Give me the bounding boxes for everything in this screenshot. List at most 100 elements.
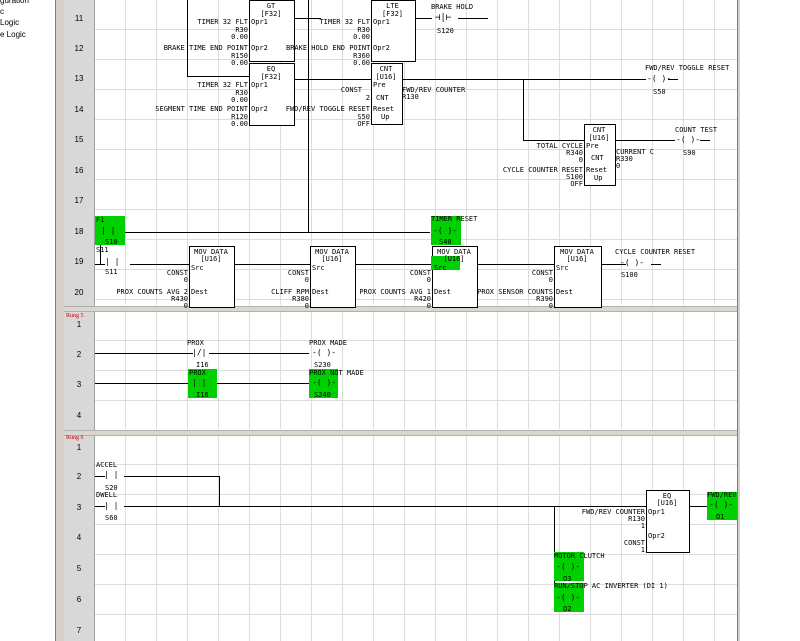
project-tree[interactable]: guration c Logic e Logic <box>0 0 56 641</box>
block-name: EQ <box>662 492 672 500</box>
pin-label: Src <box>312 264 325 272</box>
wire <box>219 476 220 506</box>
grid-rung6 <box>95 435 737 641</box>
reset-label: FWD/REV TOGGLE RESET <box>285 105 370 113</box>
tree-item-e-logic[interactable]: e Logic <box>0 30 26 39</box>
energized-highlight <box>554 552 584 581</box>
wire <box>124 506 690 507</box>
contact-label: PROX <box>189 369 206 377</box>
contact-address: I16 <box>196 361 209 369</box>
counter-label: FWD/REV COUNTER <box>402 86 466 94</box>
coil-symbol[interactable]: -( )- <box>312 348 337 357</box>
row-number: 4 <box>76 411 82 420</box>
coil-symbol[interactable]: -( )- <box>676 135 701 144</box>
block-name: MOV DATA <box>194 248 228 256</box>
row-number: 20 <box>74 288 84 297</box>
wire <box>688 506 708 507</box>
dest-register: R380 <box>292 295 309 303</box>
pin-label: Opr2 <box>373 44 390 52</box>
contact-symbol[interactable]: | | <box>104 501 119 510</box>
row-number: 1 <box>76 320 82 329</box>
coil-symbol[interactable]: -( )- <box>433 226 458 235</box>
contact-label: DWELL <box>96 491 118 499</box>
block-type: [U16] <box>443 255 465 263</box>
energized-highlight <box>95 216 125 245</box>
contact-symbol[interactable]: | | <box>101 226 116 235</box>
contact-label: PROX <box>187 339 204 347</box>
pin-label: Src <box>556 264 569 272</box>
pin-label: Reset <box>373 105 395 113</box>
coil-address: O3 <box>563 575 572 583</box>
tree-item-configuration[interactable]: guration <box>0 0 29 5</box>
reset-state: OFF <box>570 180 583 188</box>
eq-compare-block[interactable] <box>249 63 295 126</box>
block-type: [U16] <box>375 73 397 81</box>
ladder-editor[interactable]: Rung 5 Rung 6 11 12 13 14 15 16 17 18 19… <box>64 0 737 641</box>
coil-symbol[interactable]: -( )- <box>556 593 581 602</box>
coil-label: FWD/REV <box>707 491 737 499</box>
operand-register: R360 <box>353 52 370 60</box>
energized-highlight <box>707 492 737 520</box>
pin-label: Up <box>594 174 603 182</box>
source-value: 0 <box>304 276 309 284</box>
block-name: MOV DATA <box>437 248 471 256</box>
contact-symbol[interactable]: | | <box>105 257 120 266</box>
dest-register: R390 <box>536 295 553 303</box>
operand-label: TIMER 32 FLT <box>197 81 248 89</box>
contact-symbol[interactable]: ⊣|⊢ <box>435 13 452 23</box>
coil-symbol[interactable]: -( )- <box>647 74 672 83</box>
contact-symbol[interactable]: |/| <box>192 348 207 357</box>
contact-label: S11 <box>96 246 109 254</box>
wire <box>308 0 309 232</box>
operand-label: FWD/REV COUNTER <box>581 508 645 516</box>
coil-symbol[interactable]: -( )- <box>312 378 337 387</box>
contact-address: S11 <box>105 268 118 276</box>
tree-item-c[interactable]: c <box>0 7 4 16</box>
counter-block[interactable] <box>371 63 403 125</box>
coil-symbol[interactable]: -( )- <box>620 258 645 267</box>
dest-label: CLIFF RPM <box>271 288 309 296</box>
contact-address: S120 <box>437 27 454 35</box>
counter-label: CURRENT C <box>616 148 654 156</box>
lte-compare-block[interactable] <box>371 0 416 62</box>
gt-compare-block[interactable] <box>249 0 295 62</box>
wire <box>95 232 430 233</box>
coil-symbol[interactable]: -( )- <box>556 562 581 571</box>
coil-address: S100 <box>621 271 638 279</box>
operand-register: R130 <box>628 515 645 523</box>
wire <box>95 476 105 477</box>
wire <box>95 506 105 507</box>
operand-register: R120 <box>231 113 248 121</box>
wire <box>477 264 554 265</box>
tree-item-logic[interactable]: Logic <box>0 18 20 27</box>
counter-block[interactable] <box>584 124 616 186</box>
counter-register: R130 <box>402 93 419 101</box>
pin-label: Opr1 <box>251 18 268 26</box>
contact-address: S10 <box>105 238 118 246</box>
eq-compare-block[interactable] <box>646 490 690 553</box>
move-data-block[interactable] <box>554 246 602 308</box>
block-type: [U16] <box>200 255 222 263</box>
row-number: 2 <box>76 350 82 359</box>
row-number: 3 <box>76 380 82 389</box>
pin-label: Up <box>381 113 390 121</box>
move-data-block[interactable] <box>310 246 356 308</box>
wire <box>613 140 675 141</box>
pin-label: Pre <box>373 81 386 89</box>
wire <box>100 236 101 264</box>
block-name: CNT <box>592 126 606 134</box>
contact-symbol[interactable]: | | <box>192 378 207 387</box>
energized-highlight <box>431 256 460 270</box>
source-label: CONST <box>409 269 431 277</box>
reset-address: S50 <box>357 113 370 121</box>
coil-symbol[interactable]: -( )- <box>709 500 734 509</box>
move-data-block[interactable] <box>189 246 235 308</box>
pin-label: Dest <box>191 288 208 296</box>
contact-symbol[interactable]: | | <box>104 470 119 479</box>
dest-register: R420 <box>414 295 431 303</box>
wire <box>458 18 488 19</box>
wire <box>187 0 188 76</box>
source-value: 0 <box>548 276 553 284</box>
operand-label: TIMER 32 FLT <box>319 18 370 26</box>
vertical-scrollbar[interactable] <box>738 0 740 641</box>
